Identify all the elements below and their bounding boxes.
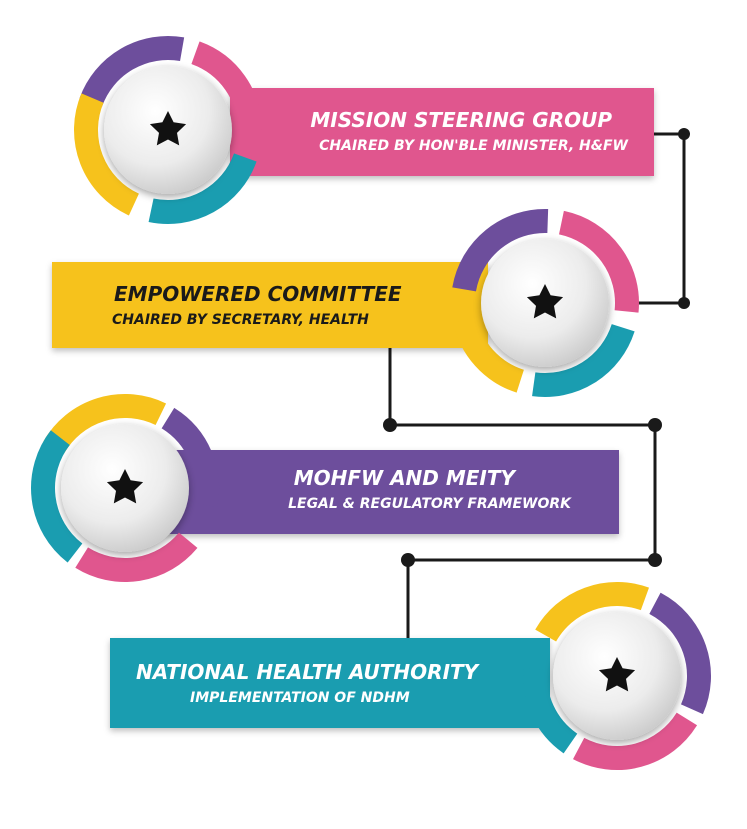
node-title: NATIONAL HEALTH AUTHORITY bbox=[136, 660, 479, 684]
node-title: MISSION STEERING GROUP bbox=[310, 108, 612, 132]
connector-dot bbox=[383, 418, 397, 432]
node-subtitle: IMPLEMENTATION OF NDHM bbox=[190, 690, 410, 706]
medallion-3 bbox=[30, 394, 219, 582]
star-icon bbox=[149, 111, 187, 146]
node-subtitle: CHAIRED BY HON'BLE MINISTER, H&FW bbox=[319, 138, 628, 154]
node-subtitle: LEGAL & REGULATORY FRAMEWORK bbox=[288, 496, 571, 512]
star-icon bbox=[598, 657, 636, 692]
node-mission-steering-group: MISSION STEERING GROUP CHAIRED BY HON'BL… bbox=[230, 88, 654, 176]
medallion-2 bbox=[451, 209, 639, 397]
node-title: MOHFW AND MEITY bbox=[293, 466, 515, 490]
medallion-1 bbox=[74, 36, 262, 224]
connector-dot bbox=[648, 553, 662, 567]
node-mohfw-meity: MOHFW AND MEITY LEGAL & REGULATORY FRAME… bbox=[165, 450, 619, 534]
node-empowered-committee: EMPOWERED COMMITTEE CHAIRED BY SECRETARY… bbox=[52, 262, 488, 348]
connector-dot bbox=[401, 553, 415, 567]
star-icon bbox=[106, 469, 144, 504]
node-title: EMPOWERED COMMITTEE bbox=[114, 282, 402, 306]
star-icon bbox=[526, 284, 564, 319]
node-national-health-authority: NATIONAL HEALTH AUTHORITY IMPLEMENTATION… bbox=[110, 638, 550, 728]
medallion-4 bbox=[523, 582, 711, 770]
node-subtitle: CHAIRED BY SECRETARY, HEALTH bbox=[112, 312, 369, 328]
connector-dot bbox=[678, 297, 690, 309]
connector-dot bbox=[648, 418, 662, 432]
connector-1-2 bbox=[630, 132, 686, 305]
connector-2-3 bbox=[388, 345, 657, 640]
connector-dot bbox=[678, 128, 690, 140]
